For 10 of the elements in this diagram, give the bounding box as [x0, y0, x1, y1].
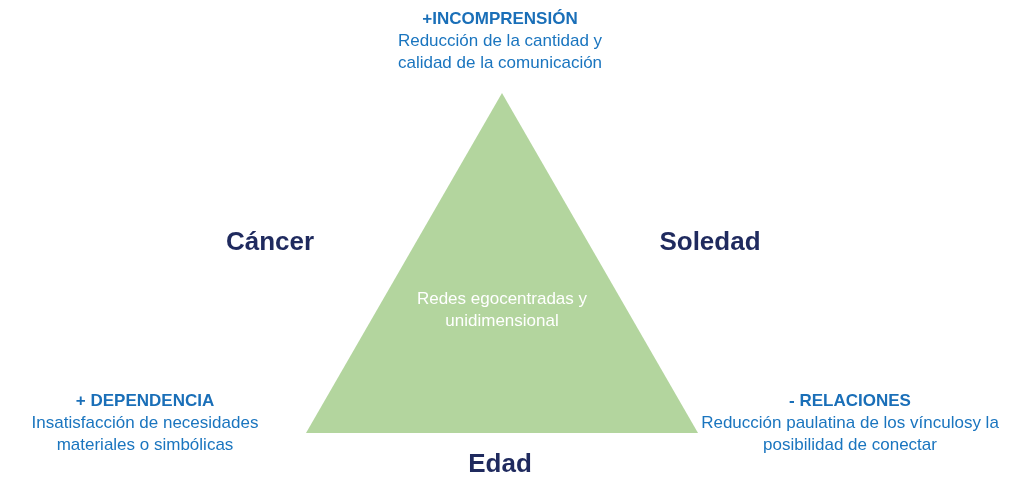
triangle-caption: Redes egocentradas y unidimensional — [415, 288, 589, 332]
side-label: Edad — [467, 452, 533, 474]
heading: - RELACIONES — [788, 390, 912, 412]
side-label: Soledad — [658, 230, 762, 252]
side-label: Cáncer — [224, 230, 316, 252]
description: Reducción de la cantidad y calidad de la comunicación — [396, 30, 604, 74]
heading: + DEPENDENCIA — [74, 390, 216, 412]
heading: +INCOMPRENSIÓN — [421, 8, 579, 30]
description: Insatisfacción de necesidades materiales o simbólicas — [30, 412, 260, 456]
description: Reducción paulatina de los vínculosy la posibilidad de conectar — [700, 412, 1000, 456]
